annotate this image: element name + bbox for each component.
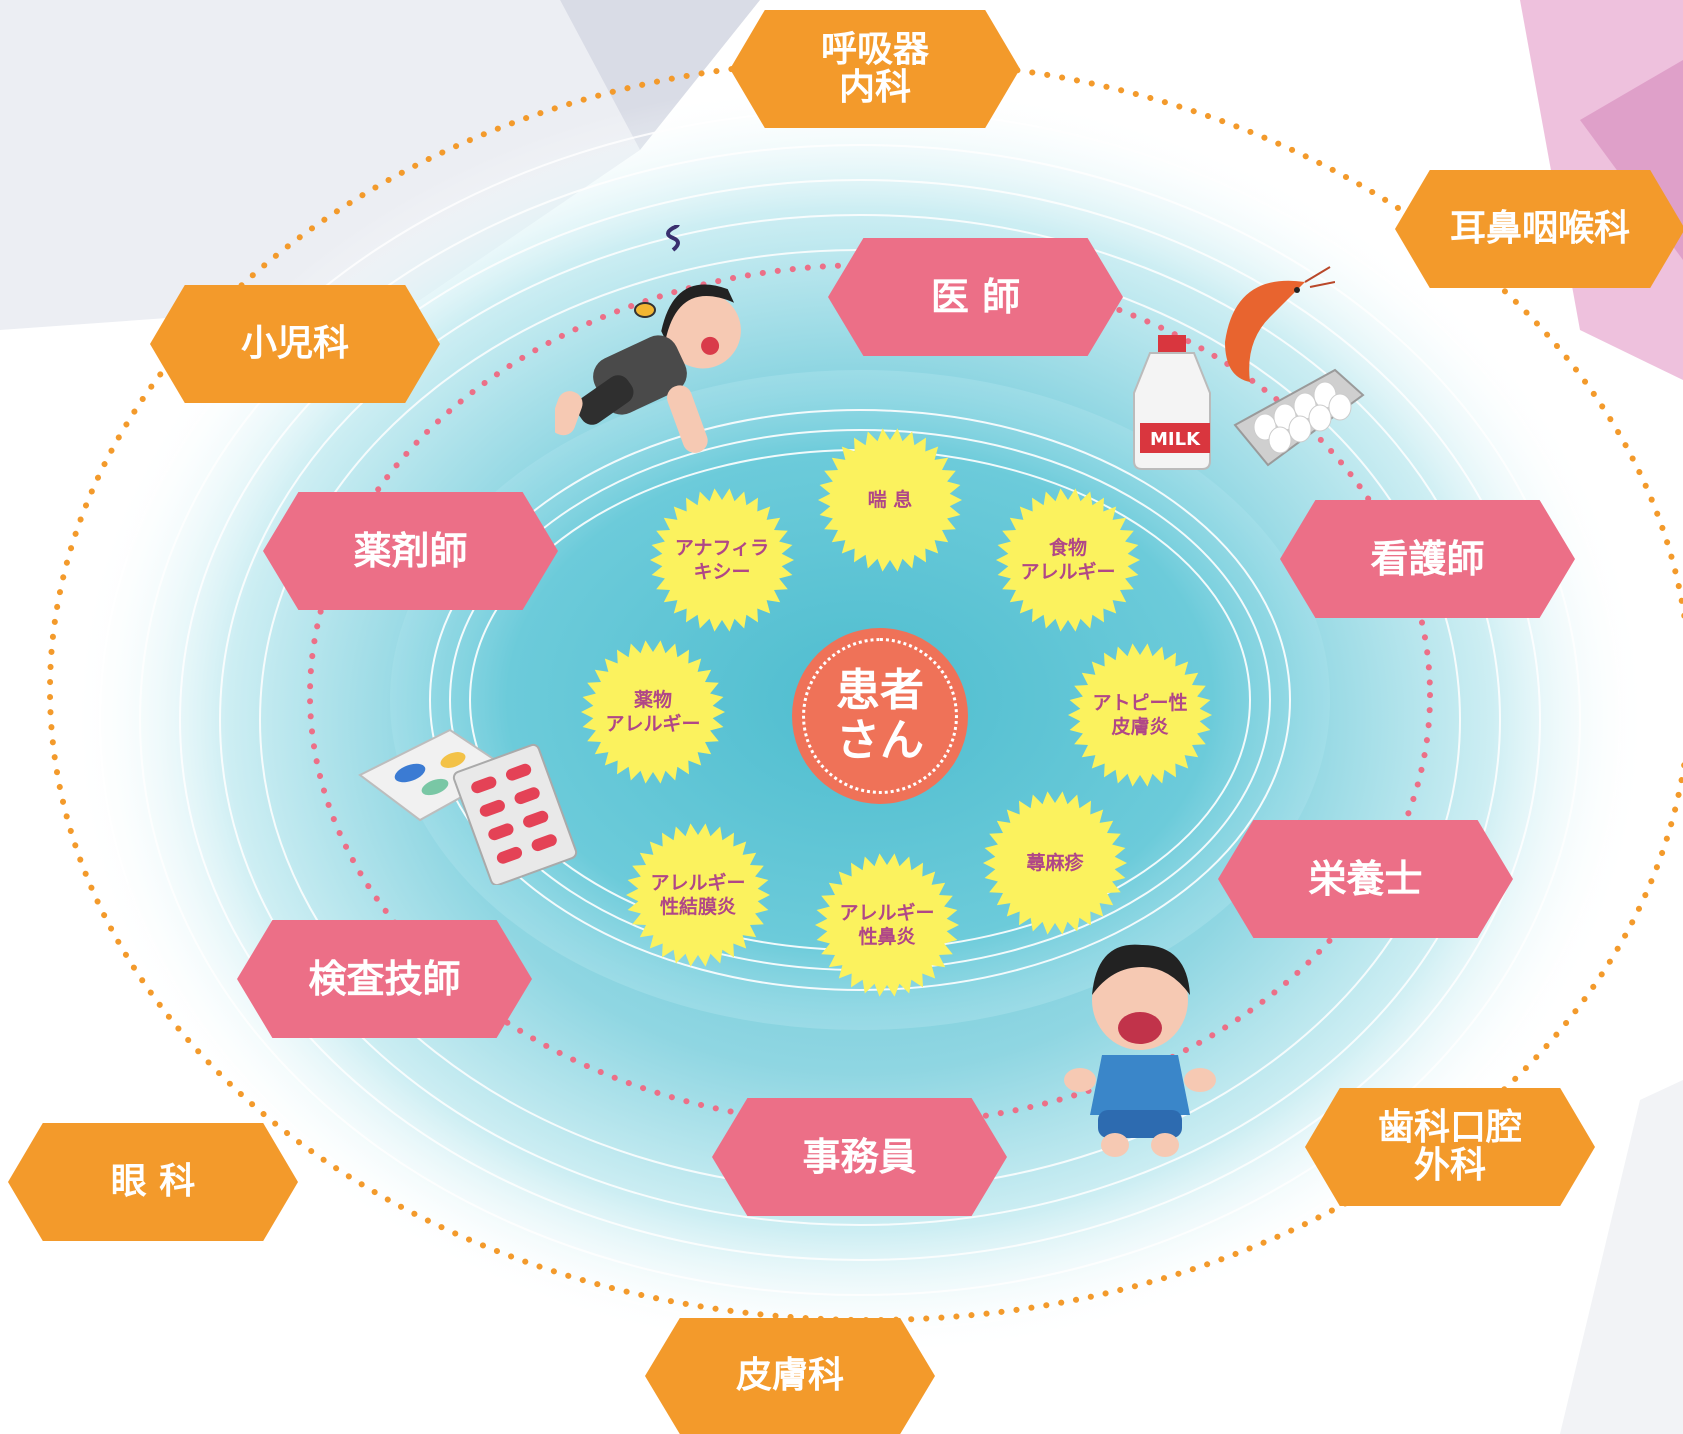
patient-center: 患者 さん (792, 628, 968, 804)
patient-dotted-ring (802, 638, 958, 794)
bg-facet (560, 0, 760, 150)
condition-label: アレルギー (650, 872, 746, 894)
staff-clerk: 事務員 (712, 1098, 1007, 1216)
burst-shape (983, 791, 1127, 935)
burst-star (996, 488, 1140, 632)
staff-doctor: 医 師 (828, 238, 1123, 356)
condition-label: キシー (693, 561, 751, 583)
condition-label: アレルギー (1020, 561, 1116, 583)
condition-label: 食物 (1048, 537, 1087, 559)
condition-drug-allergy: 薬物アレルギー (578, 637, 728, 787)
department-label: 皮膚科 (735, 1355, 844, 1396)
burst-star (1068, 643, 1212, 787)
staff-label: 栄養士 (1308, 857, 1423, 901)
condition-anaphylaxis: アナフィラキシー (647, 485, 797, 635)
condition-label: 性鼻炎 (858, 926, 916, 948)
condition-label: 蕁麻疹 (1026, 852, 1084, 874)
patient-label: さん (836, 715, 924, 766)
department-respiratory: 呼吸器 内科 (730, 10, 1020, 128)
patient-label: 患者 (836, 665, 924, 716)
staff-nurse: 看護師 (1280, 500, 1575, 618)
condition-food-allergy: 食物アレルギー (993, 485, 1143, 635)
department-pediatrics: 小児科 (150, 285, 440, 403)
burst-shape (818, 428, 962, 572)
condition-label: アレルギー (839, 902, 935, 924)
burst-star (818, 428, 962, 572)
burst-star (815, 853, 959, 997)
department-label: 小児科 (240, 323, 349, 364)
bg-facet (1560, 1080, 1683, 1434)
staff-label: 検査技師 (308, 957, 461, 1001)
condition-label: 性結膜炎 (659, 896, 736, 918)
department-label: 内科 (838, 67, 911, 108)
staff-label: 看護師 (1370, 537, 1485, 581)
condition-urticaria: 蕁麻疹 (980, 788, 1130, 938)
department-dermatology: 皮膚科 (645, 1318, 935, 1434)
condition-label: 喘 息 (867, 489, 913, 511)
burst-star (650, 488, 794, 632)
staff-label: 薬剤師 (353, 529, 468, 573)
condition-label: 皮膚炎 (1111, 716, 1169, 738)
department-label: 耳鼻咽喉科 (1449, 208, 1630, 249)
staff-label: 医 師 (930, 275, 1021, 319)
burst-star (581, 640, 725, 784)
burst-star (983, 791, 1127, 935)
milk-jug-icon: MILK (1133, 335, 1211, 470)
department-label: 歯科口腔 (1377, 1107, 1522, 1148)
burst-shape (1068, 643, 1212, 787)
department-ophthalmology: 眼 科 (8, 1123, 298, 1241)
staff-lab-technician: 検査技師 (237, 920, 532, 1038)
condition-label: 薬物 (633, 689, 672, 711)
egg-carton-icon (1233, 368, 1365, 467)
condition-label: アトピー性 (1092, 692, 1188, 714)
staff-label: 事務員 (802, 1135, 917, 1179)
condition-label: アナフィラ (674, 537, 770, 559)
condition-allergic-conjunctivitis: アレルギー性結膜炎 (623, 820, 773, 970)
shrimp-icon (1225, 266, 1335, 382)
burst-shape (581, 640, 725, 784)
milk-label: MILK (1150, 429, 1201, 450)
bee-sting-boy-icon (555, 225, 741, 453)
condition-atopic-dermatitis: アトピー性皮膚炎 (1065, 640, 1215, 790)
department-ent: 耳鼻咽喉科 (1395, 170, 1683, 288)
burst-shape (650, 488, 794, 632)
condition-asthma: 喘 息 (815, 425, 965, 575)
condition-label: アレルギー (605, 713, 701, 735)
medicine-packets-icon (358, 728, 578, 885)
staff-dietitian: 栄養士 (1218, 820, 1513, 938)
ripple-rings (99, 109, 1621, 1331)
department-dental-oral-surgery: 歯科口腔 外科 (1305, 1088, 1595, 1206)
crying-child-icon (1064, 944, 1216, 1157)
condition-allergic-rhinitis: アレルギー性鼻炎 (812, 850, 962, 1000)
burst-shape (626, 823, 770, 967)
department-label: 外科 (1413, 1145, 1486, 1186)
burst-shape (996, 488, 1140, 632)
staff-pharmacist: 薬剤師 (263, 492, 558, 610)
department-label: 呼吸器 (820, 29, 929, 70)
burst-shape (815, 853, 959, 997)
burst-star (626, 823, 770, 967)
department-label: 眼 科 (110, 1161, 196, 1202)
